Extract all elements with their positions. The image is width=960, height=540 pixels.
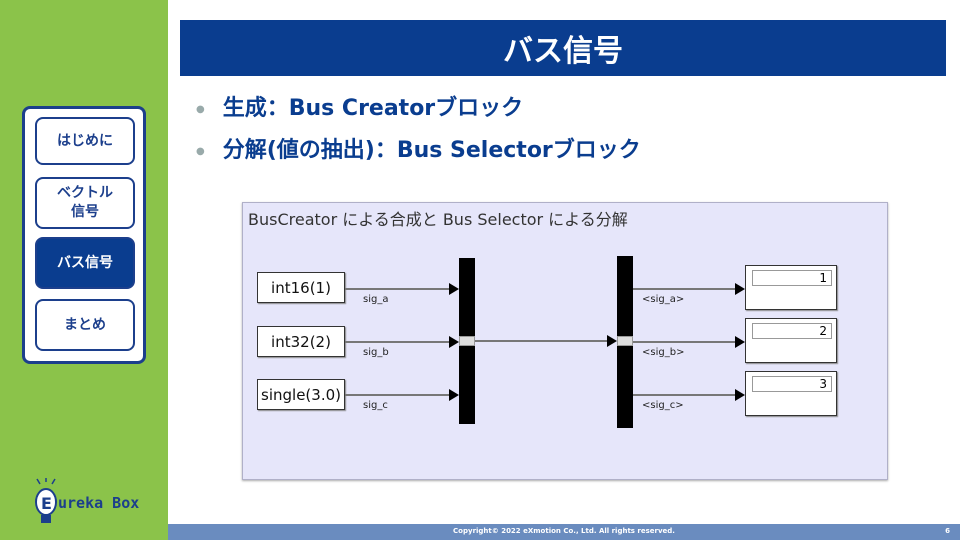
nav-item-summary[interactable]: まとめ xyxy=(35,299,135,351)
display-block[interactable]: 2 xyxy=(745,318,837,363)
svg-text:E: E xyxy=(41,494,52,513)
eureka-box-logo: E ureka Box xyxy=(35,478,139,523)
copyright: Copyright© 2022 eXmotion Co., Ltd. All r… xyxy=(453,527,675,535)
display-value: 2 xyxy=(752,323,832,339)
signal-label: sig_c xyxy=(363,400,388,411)
footer: Copyright© 2022 eXmotion Co., Ltd. All r… xyxy=(168,524,960,540)
bus-port xyxy=(459,336,475,346)
signal-label: sig_a xyxy=(363,294,389,305)
bullet-text: 生成：Bus Creatorブロック xyxy=(222,96,524,121)
page-title: バス信号 xyxy=(180,20,946,76)
bus-line xyxy=(475,340,607,342)
signal-line xyxy=(345,394,449,396)
signal-line xyxy=(633,341,735,343)
constant-block[interactable]: int16(1) xyxy=(257,272,345,303)
signal-line xyxy=(633,394,735,396)
display-value: 3 xyxy=(752,376,832,392)
nav-item-bus-signal[interactable]: バス信号 xyxy=(35,237,135,289)
diagram-title: BusCreator による合成と Bus Selector による分解 xyxy=(248,210,628,229)
arrow-icon xyxy=(449,336,459,348)
nav-item-intro[interactable]: はじめに xyxy=(35,117,135,165)
page-number: 6 xyxy=(945,527,950,535)
arrow-icon xyxy=(735,336,745,348)
signal-line xyxy=(345,288,449,290)
signal-label: <sig_c> xyxy=(642,400,684,411)
signal-label: <sig_b> xyxy=(642,347,685,358)
display-block[interactable]: 3 xyxy=(745,371,837,416)
arrow-icon xyxy=(735,389,745,401)
bullet-item: ●分解(値の抽出)：Bus Selectorブロック xyxy=(196,138,641,163)
arrow-icon xyxy=(607,335,617,347)
signal-label: sig_b xyxy=(363,347,389,358)
arrow-icon xyxy=(449,283,459,295)
arrow-icon xyxy=(449,389,459,401)
constant-block[interactable]: single(3.0) xyxy=(257,379,345,410)
bullet-item: ●生成：Bus Creatorブロック xyxy=(196,96,524,121)
svg-text:ureka Box: ureka Box xyxy=(58,494,139,512)
nav-item-vector-signal[interactable]: ベクトル 信号 xyxy=(35,177,135,229)
section-nav: はじめに ベクトル 信号 バス信号 まとめ xyxy=(22,106,146,364)
display-value: 1 xyxy=(752,270,832,286)
display-block[interactable]: 1 xyxy=(745,265,837,310)
bus-port xyxy=(617,336,633,346)
signal-line xyxy=(633,288,735,290)
arrow-icon xyxy=(735,283,745,295)
bullet-text: 分解(値の抽出)：Bus Selectorブロック xyxy=(222,138,641,163)
signal-line xyxy=(345,341,449,343)
constant-block[interactable]: int32(2) xyxy=(257,326,345,357)
signal-label: <sig_a> xyxy=(642,294,685,305)
